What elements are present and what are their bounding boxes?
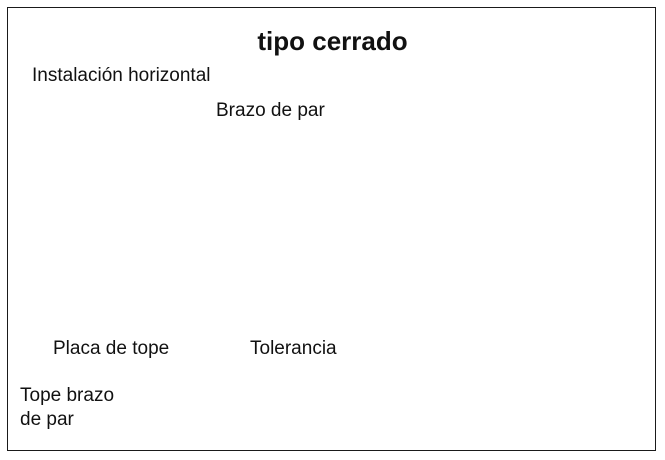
label-torque-arm-stop-line1: Tope brazo <box>20 385 115 406</box>
label-torque-arm-stop-line2: de par <box>20 409 74 430</box>
diagram-frame: tipo cerrado Instalación horizontal <box>7 7 656 451</box>
label-stop-plate: Placa de tope <box>53 338 170 359</box>
label-torque-arm: Brazo de par <box>216 100 325 121</box>
diagram-subtitle: Instalación horizontal <box>32 65 211 86</box>
label-tolerance: Tolerancia <box>250 338 337 359</box>
diagram-title: tipo cerrado <box>257 26 408 56</box>
